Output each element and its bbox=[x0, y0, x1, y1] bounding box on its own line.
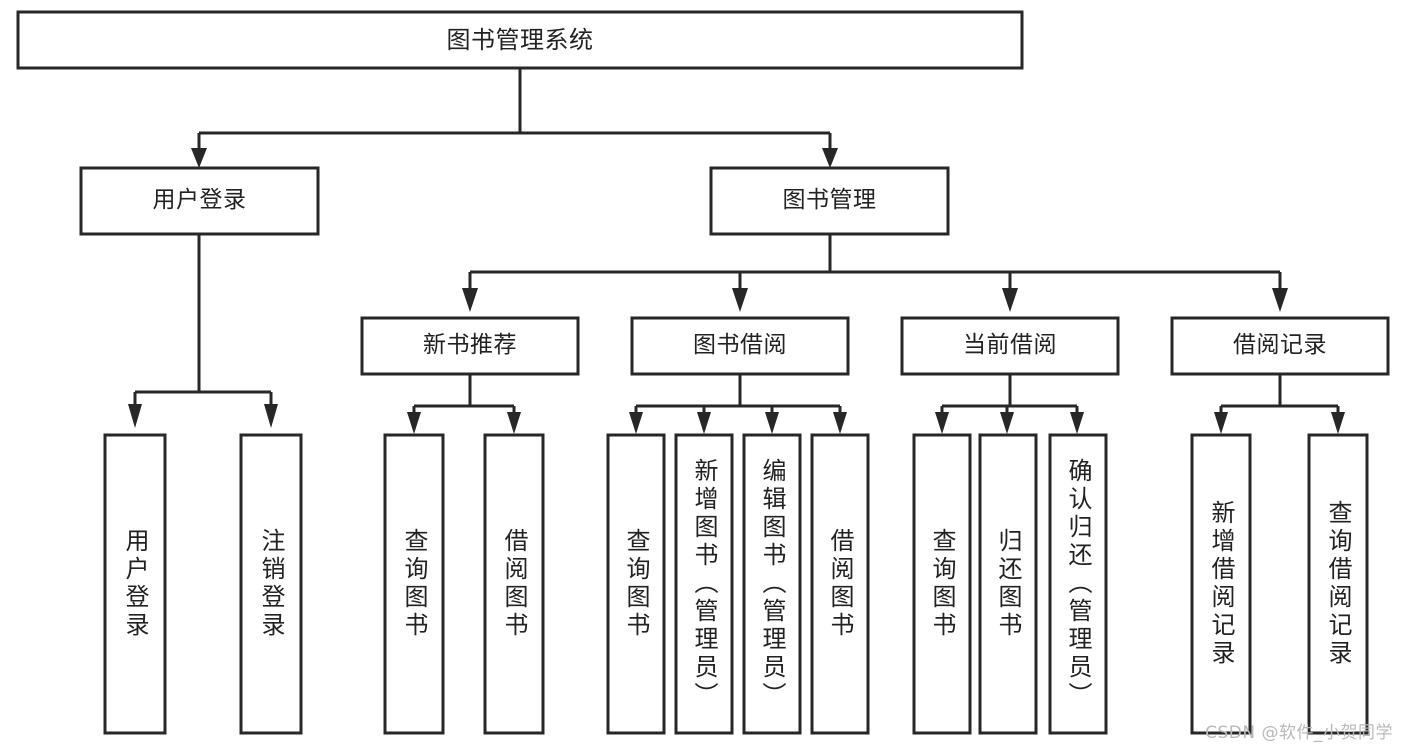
leaf-rec-query-book[interactable] bbox=[383, 433, 445, 735]
arrow-borrow-record-leaf-2 bbox=[1331, 412, 1345, 434]
arrow-book-mgmt-to-new-book-rec bbox=[462, 288, 478, 312]
leaf-borrow-borrow-book[interactable] bbox=[810, 433, 870, 735]
leaf-rec-borrow-book[interactable] bbox=[483, 433, 545, 735]
arrow-root-to-user-login bbox=[191, 148, 207, 168]
connector-layer bbox=[128, 68, 1345, 434]
arrow-book-mgmt-to-book-borrow bbox=[732, 288, 748, 312]
arrow-current-borrow-leaf-1 bbox=[935, 412, 949, 434]
arrow-book-borrow-leaf-2 bbox=[697, 412, 711, 434]
arrow-new-book-rec-leaf-2 bbox=[507, 412, 521, 434]
arrow-book-borrow-leaf-3 bbox=[765, 412, 779, 434]
node-current-borrowing[interactable] bbox=[900, 316, 1120, 376]
node-borrowing-record[interactable] bbox=[1170, 316, 1390, 376]
arrow-book-borrow-leaf-4 bbox=[833, 412, 847, 434]
leaf-record-add-record[interactable] bbox=[1190, 433, 1252, 735]
arrow-borrow-record-leaf-1 bbox=[1214, 412, 1228, 434]
leaf-borrow-query-book[interactable] bbox=[606, 433, 666, 735]
arrow-book-mgmt-to-current-borrow bbox=[1002, 288, 1018, 312]
leaf-logout[interactable] bbox=[239, 433, 303, 735]
watermark-text: CSDN @软件_小贺同学 bbox=[1205, 723, 1393, 743]
node-layer bbox=[16, 10, 1390, 735]
arrow-user-login-leaf-1 bbox=[128, 404, 142, 428]
node-book-borrowing[interactable] bbox=[630, 316, 850, 376]
arrow-current-borrow-leaf-3 bbox=[1070, 412, 1084, 434]
leaf-user-login[interactable] bbox=[103, 433, 167, 735]
arrow-user-login-leaf-2 bbox=[264, 404, 278, 428]
node-root-book-management-system[interactable] bbox=[16, 10, 1024, 70]
leaf-borrow-edit-book[interactable] bbox=[742, 433, 802, 735]
leaf-current-return-book[interactable] bbox=[978, 433, 1038, 735]
arrow-book-borrow-leaf-1 bbox=[629, 412, 643, 434]
arrow-book-mgmt-to-borrow-record bbox=[1272, 288, 1288, 312]
arrow-current-borrow-leaf-2 bbox=[1000, 412, 1014, 434]
leaf-current-query-book[interactable] bbox=[912, 433, 972, 735]
node-book-management[interactable] bbox=[709, 166, 950, 236]
node-user-login[interactable] bbox=[79, 166, 320, 236]
leaf-record-query-record[interactable] bbox=[1307, 433, 1369, 735]
arrow-root-to-book-mgmt bbox=[822, 148, 838, 168]
leaf-current-confirm-return[interactable] bbox=[1048, 433, 1108, 735]
leaf-borrow-add-book[interactable] bbox=[674, 433, 734, 735]
node-new-book-recommendation[interactable] bbox=[360, 316, 580, 376]
arrow-new-book-rec-leaf-1 bbox=[407, 412, 421, 434]
